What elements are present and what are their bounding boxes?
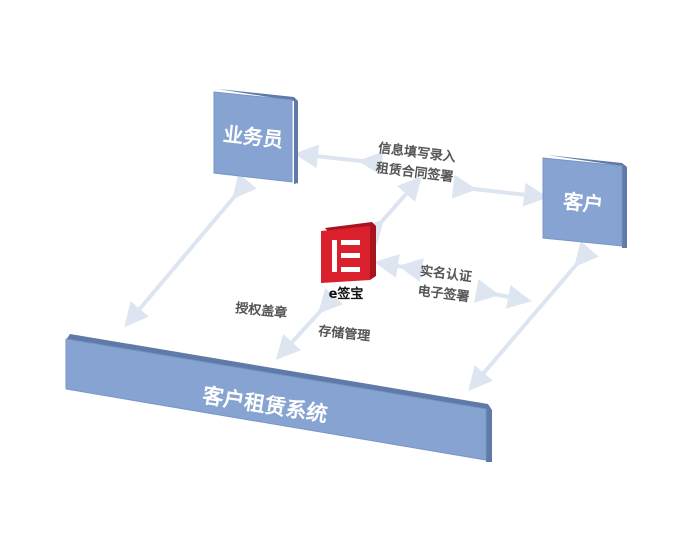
esign-logo-text: e签宝: [329, 286, 364, 302]
label-storage: 存储管理: [318, 323, 371, 344]
system-node[interactable]: 客户租赁系统: [65, 334, 492, 462]
esign-logo: e签宝: [321, 222, 376, 302]
arrow-esign-customer-right: [473, 278, 532, 309]
label-authorize-seal: 授权盖章: [235, 300, 288, 321]
customer-label: 客户: [561, 189, 604, 217]
arrow-esign-system: [275, 288, 343, 360]
arrows: [124, 144, 599, 392]
arrow-esign-sales: [359, 176, 422, 245]
label-e-sign: 电子签署: [417, 283, 471, 305]
arrow-sales-customer-left: [294, 144, 384, 176]
salesperson-node[interactable]: 业务员: [213, 89, 298, 184]
customer-node[interactable]: 客户: [542, 155, 627, 248]
arrow-esign-customer-left: [374, 254, 424, 282]
arrow-sales-customer-right: [451, 174, 548, 207]
arrow-sales-system: [124, 173, 257, 328]
label-realname-auth: 实名认证: [419, 263, 473, 285]
arrow-customer-system: [468, 241, 599, 392]
